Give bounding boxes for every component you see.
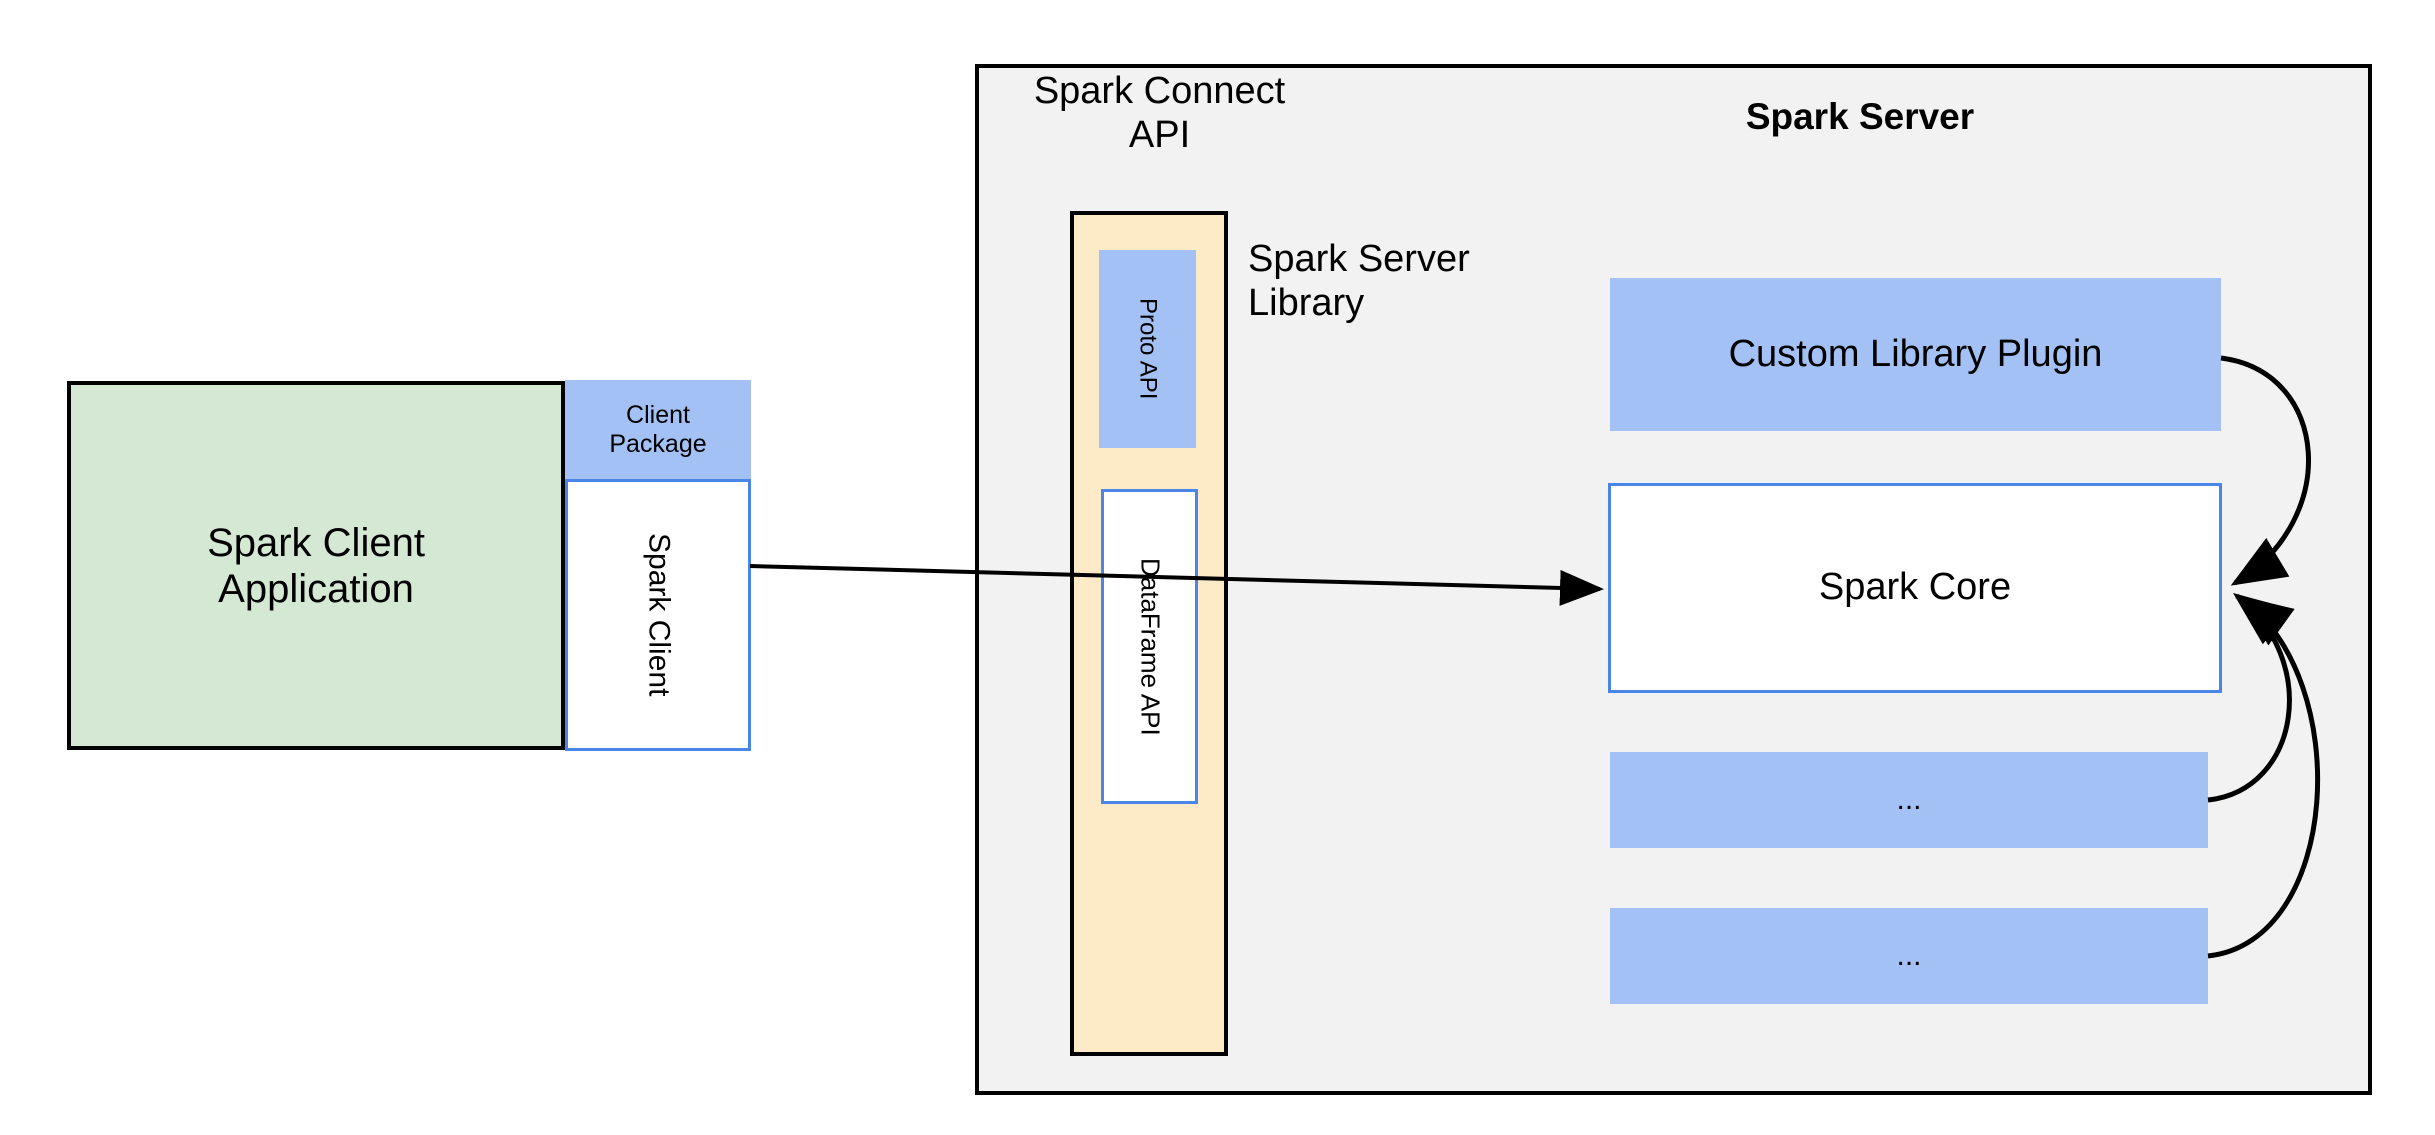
spark-client-box[interactable]: Spark Client — [565, 479, 751, 751]
server-component-ellipsis-box-1[interactable]: ... — [1610, 752, 2208, 848]
dataframe-api-label: DataFrame API — [1135, 557, 1166, 736]
proto-api-label: Proto API — [1134, 298, 1162, 400]
spark-client-label: Spark Client — [642, 533, 676, 697]
spark-connect-api-title: Spark Connect API — [1033, 70, 1286, 156]
spark-core-label: Spark Core — [1818, 566, 2012, 609]
server-component-ellipsis-box-2[interactable]: ... — [1610, 908, 2208, 1004]
spark-core-box[interactable]: Spark Core — [1608, 483, 2222, 693]
server-component-ellipsis-label-2: ... — [1896, 938, 1922, 972]
dataframe-api-box[interactable]: DataFrame API — [1101, 489, 1198, 804]
server-component-ellipsis-label-1: ... — [1896, 782, 1922, 816]
spark-server-library-label: Spark Server Library — [1248, 238, 1470, 324]
custom-library-plugin-label: Custom Library Plugin — [1728, 332, 2103, 375]
client-package-label: Client Package — [609, 400, 707, 458]
spark-client-application-box[interactable]: Spark Client Application — [67, 381, 565, 750]
custom-library-plugin-box[interactable]: Custom Library Plugin — [1610, 278, 2221, 431]
proto-api-box[interactable]: Proto API — [1099, 250, 1196, 448]
client-package-box[interactable]: Client Package — [565, 380, 751, 479]
spark-client-application-label: Spark Client Application — [207, 520, 425, 611]
spark-server-title: Spark Server — [1745, 95, 1975, 137]
